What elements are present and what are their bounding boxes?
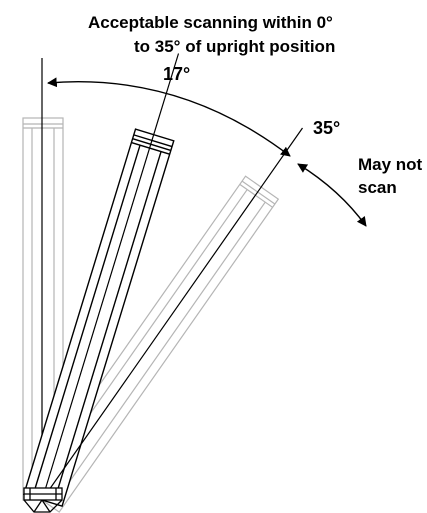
scanner-17-degree <box>22 128 175 508</box>
may-not-scan-label-line-2: scan <box>358 178 397 197</box>
may-not-scan-arc-arrow <box>297 163 367 227</box>
angle-label-35: 35° <box>313 118 340 138</box>
scanner-base-tip <box>23 487 63 513</box>
thirty-five-degree-axis-line <box>41 127 303 501</box>
angle-label-17: 17° <box>163 64 190 84</box>
title-line-1: Acceptable scanning within 0° <box>88 13 333 32</box>
may-not-scan-label-line-1: May not <box>358 155 423 174</box>
acceptable-range-arc-arrow <box>47 77 291 157</box>
title-line-2: to 35° of upright position <box>134 37 335 56</box>
